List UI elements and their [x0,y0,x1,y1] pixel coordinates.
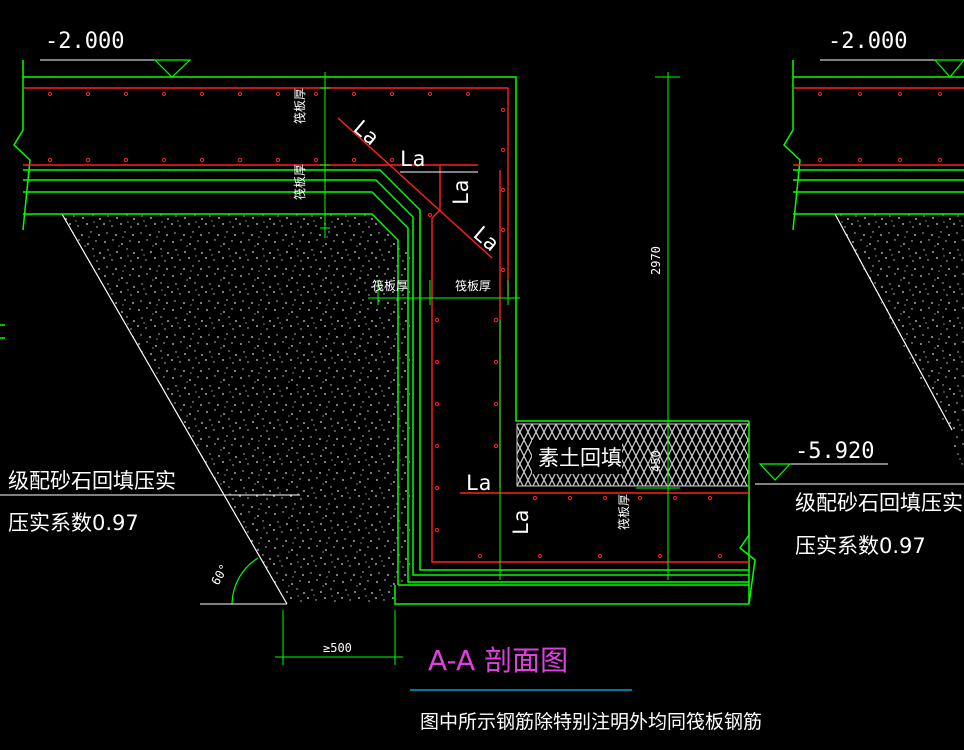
elevation-label-pit-bottom: -5.920 [795,439,874,464]
concrete-outline [0,60,964,605]
elevation-label-top-left: -2.000 [45,29,124,54]
section-title: A-A 剖面图 [428,644,568,677]
slope-line-right [834,213,953,431]
anchorage-label-horizontal: La [400,147,425,171]
gravel-backfill-left [62,214,410,604]
gravel-backfill-label-left-line2: 压实系数0.97 [8,511,139,535]
anchorage-label-diag-bottom: La [469,221,504,256]
leader-lines [0,171,964,496]
plain-soil-label-bg [532,440,622,474]
gravel-backfill-right [835,214,964,470]
rebar-dots [47,91,943,559]
raft-thickness-label-wall-left: 筏板厚 [372,279,408,293]
pit-depth-dimension: 2970 [649,246,663,275]
rebar-lines [23,87,964,563]
gravel-backfill-label-right-line2: 压实系数0.97 [795,534,926,558]
min-width-dimension: ≥500 [323,641,352,655]
gravel-backfill-label-right-line1: 级配砂石回填压实 [795,491,963,515]
anchorage-label-pit-horizontal: La [466,471,491,495]
elevation-marker-top-left: -2.000 [40,29,192,78]
drawing-note: 图中所示钢筋除特别注明外均同筏板钢筋 [420,711,762,733]
elevation-label-top-right: -2.000 [828,29,907,54]
raft-thickness-label-wall-right: 筏板厚 [455,279,491,293]
raft-thickness-label-slab: 筏板厚 [293,164,307,200]
raft-thickness-label-top: 筏板厚 [293,88,307,124]
dimension-lines [275,72,680,665]
anchorage-label-diag-top: La [349,115,384,150]
angle-arc [231,557,259,605]
slope-angle-label: 60° [208,562,231,588]
anchorage-label-vertical: La [449,180,473,205]
elevation-marker-pit-bottom: -5.920 [758,439,888,481]
raft-thickness-label-pit: 筏板厚 [617,494,631,530]
anchorage-label-pit-vertical: La [509,510,533,535]
backfill-dimension: 450 [649,450,663,472]
elevation-marker-top-right: -2.000 [820,29,964,78]
gravel-backfill-label-left-line1: 级配砂石回填压实 [8,469,176,493]
plain-soil-backfill-label: 素土回填 [538,446,622,470]
slope-line-left [61,213,288,605]
